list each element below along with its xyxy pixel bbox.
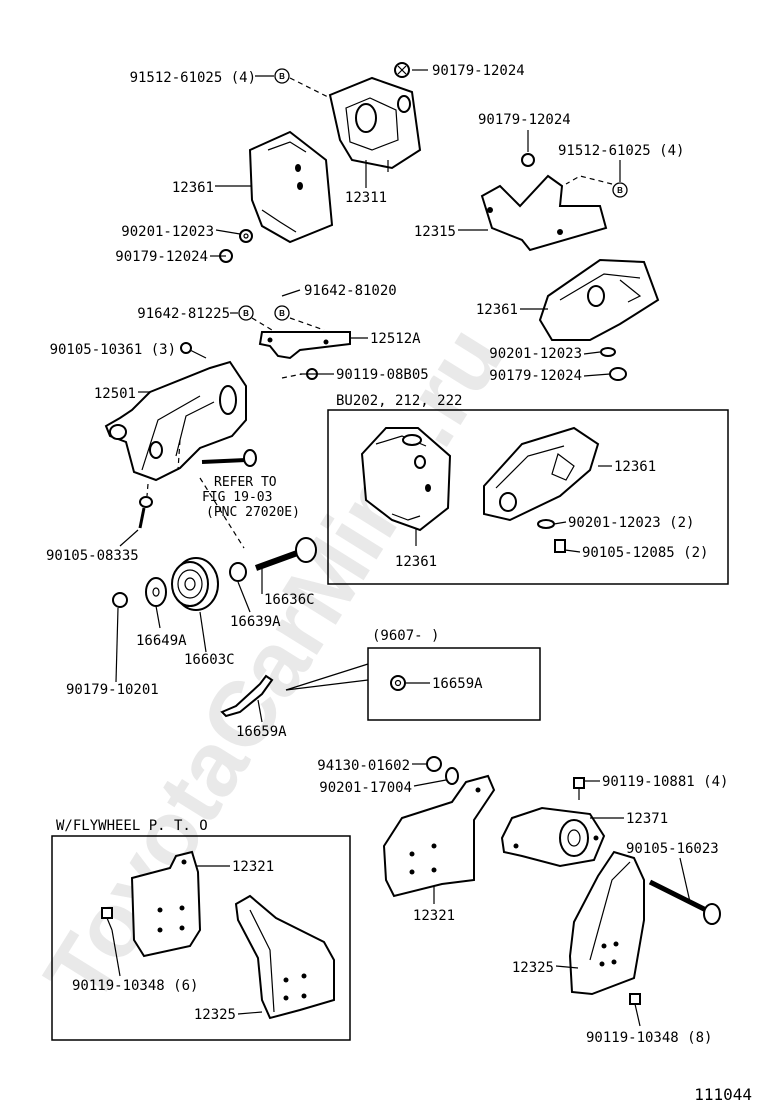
- spacer-16639a[interactable]: [229, 562, 247, 582]
- callout-letter: B: [617, 186, 623, 195]
- callout-b-2: B: [612, 182, 628, 198]
- bolt-90105-16023[interactable]: [648, 879, 721, 925]
- label-90201-12023-c: 90201-12023 (2): [568, 515, 694, 531]
- callout-letter: B: [243, 309, 249, 318]
- label-12361-d: 12361: [614, 459, 656, 475]
- label-12361-c: 12361: [395, 554, 437, 570]
- label-90119-10348-b: 90119-10348 (8): [586, 1030, 712, 1046]
- bracket-12512a[interactable]: [258, 331, 351, 360]
- nut-94130-01602[interactable]: [426, 756, 442, 772]
- bolt-90105-10361[interactable]: [180, 342, 207, 359]
- refer-note-line-2: FIG 19-03: [202, 490, 272, 505]
- nut-90179-12024-right-b[interactable]: [609, 367, 627, 381]
- date-range-box: [367, 647, 541, 721]
- bracket-12325-pto[interactable]: [234, 894, 335, 1020]
- nut-90179-12024-right[interactable]: [521, 153, 535, 167]
- bolt-90119-10881[interactable]: [573, 777, 585, 800]
- label-90201-12023-b: 90201-12023: [489, 346, 582, 362]
- label-12512a: 12512A: [370, 331, 421, 347]
- clip-16659a-inset[interactable]: [390, 675, 406, 691]
- bracket-12321-mid[interactable]: [382, 774, 496, 898]
- engine-mount-12361-right[interactable]: [538, 258, 660, 341]
- label-91512-61025-a: 91512-61025 (4): [130, 70, 256, 86]
- bu202-section-box: [327, 409, 729, 585]
- callout-letter: B: [279, 309, 285, 318]
- label-16636c: 16636C: [264, 592, 315, 608]
- plate-16649a[interactable]: [145, 577, 167, 607]
- washer-90201-12023-bu[interactable]: [537, 519, 555, 529]
- label-91642-81020: 91642-81020: [304, 283, 397, 299]
- engine-mount-12361-bu-left[interactable]: [360, 427, 452, 532]
- label-90119-08b05: 90119-08B05: [336, 367, 429, 383]
- refer-note-line-3: (PNC 27020E): [206, 505, 300, 520]
- label-90179-12024-d: 90179-12024: [489, 368, 582, 384]
- washer-90201-17004[interactable]: [445, 767, 459, 785]
- label-16659a-a: 16659A: [432, 676, 483, 692]
- bu202-box-label: BU202, 212, 222: [336, 393, 462, 409]
- label-16603c: 16603C: [184, 652, 235, 668]
- label-90179-12024-c: 90179-12024: [478, 112, 571, 128]
- mount-12371[interactable]: [500, 806, 606, 868]
- label-90105-12085: 90105-12085 (2): [582, 545, 708, 561]
- label-90105-08335: 90105-08335: [46, 548, 139, 564]
- label-12501: 12501: [94, 386, 136, 402]
- date-range-label: (9607- ): [372, 628, 439, 644]
- label-16659a-b: 16659A: [236, 724, 287, 740]
- nut-90179-12024-top[interactable]: [394, 62, 410, 78]
- label-91512-61025-b: 91512-61025 (4): [558, 143, 684, 159]
- pto-section-box: [51, 835, 351, 1041]
- label-12311: 12311: [345, 190, 387, 206]
- bracket-12501[interactable]: [104, 360, 247, 482]
- callout-b-1: B: [274, 68, 290, 84]
- washer-90201-12023-top[interactable]: [239, 229, 253, 243]
- label-12321-b: 12321: [232, 859, 274, 875]
- label-90119-10881: 90119-10881 (4): [602, 774, 728, 790]
- bolt-90105-08335[interactable]: [138, 496, 153, 529]
- label-12325-a: 12325: [512, 960, 554, 976]
- label-90105-10361: 90105-10361 (3): [50, 342, 176, 358]
- label-90201-17004: 90201-17004: [319, 780, 412, 796]
- label-12321-a: 12321: [413, 908, 455, 924]
- nut-90179-10201[interactable]: [112, 592, 128, 608]
- engine-mount-12311[interactable]: [328, 76, 422, 178]
- bolt-90119-08b05[interactable]: [300, 368, 318, 380]
- label-12361-b: 12361: [476, 302, 518, 318]
- clip-16659a[interactable]: [220, 674, 274, 718]
- bracket-12315[interactable]: [480, 174, 608, 252]
- label-91642-81225: 91642-81225: [137, 306, 230, 322]
- label-90179-12024-b: 90179-12024: [115, 249, 208, 265]
- callout-b-4: B: [274, 305, 290, 321]
- bolt-90119-10348-right[interactable]: [629, 993, 641, 1027]
- mount-bracket-12361-upper[interactable]: [248, 130, 334, 244]
- bracket-12325-right[interactable]: [568, 850, 645, 996]
- label-94130-01602: 94130-01602: [317, 758, 410, 774]
- callout-b-3: B: [238, 305, 254, 321]
- bolt-90105-12085-bu[interactable]: [554, 539, 581, 553]
- bolt-16636c[interactable]: [254, 537, 317, 571]
- washer-90201-12023-right[interactable]: [600, 347, 616, 357]
- label-16639a: 16639A: [230, 614, 281, 630]
- engine-mount-12361-bu-right[interactable]: [483, 426, 600, 522]
- refer-note-line-1: REFER TO: [214, 475, 277, 490]
- label-12371: 12371: [626, 811, 668, 827]
- label-90105-16023: 90105-16023: [626, 841, 719, 857]
- label-90179-10201: 90179-10201: [66, 682, 159, 698]
- pto-box-label: W/FLYWHEEL P. T. O: [56, 818, 208, 834]
- label-90179-12024-a: 90179-12024: [432, 63, 525, 79]
- label-12361-a: 12361: [172, 180, 214, 196]
- bracket-12321-pto[interactable]: [130, 850, 202, 958]
- label-12315: 12315: [414, 224, 456, 240]
- pulley-16603c[interactable]: [171, 557, 219, 611]
- bolt-90119-10348-pto[interactable]: [101, 907, 113, 931]
- callout-letter: B: [279, 72, 285, 81]
- diagram-number: 111044: [694, 1085, 752, 1104]
- label-12325-b: 12325: [194, 1007, 236, 1023]
- label-90201-12023-a: 90201-12023: [121, 224, 214, 240]
- bolt-refer-fig-19-03[interactable]: [201, 449, 257, 467]
- label-90119-10348-a: 90119-10348 (6): [72, 978, 198, 994]
- label-16649a: 16649A: [136, 633, 187, 649]
